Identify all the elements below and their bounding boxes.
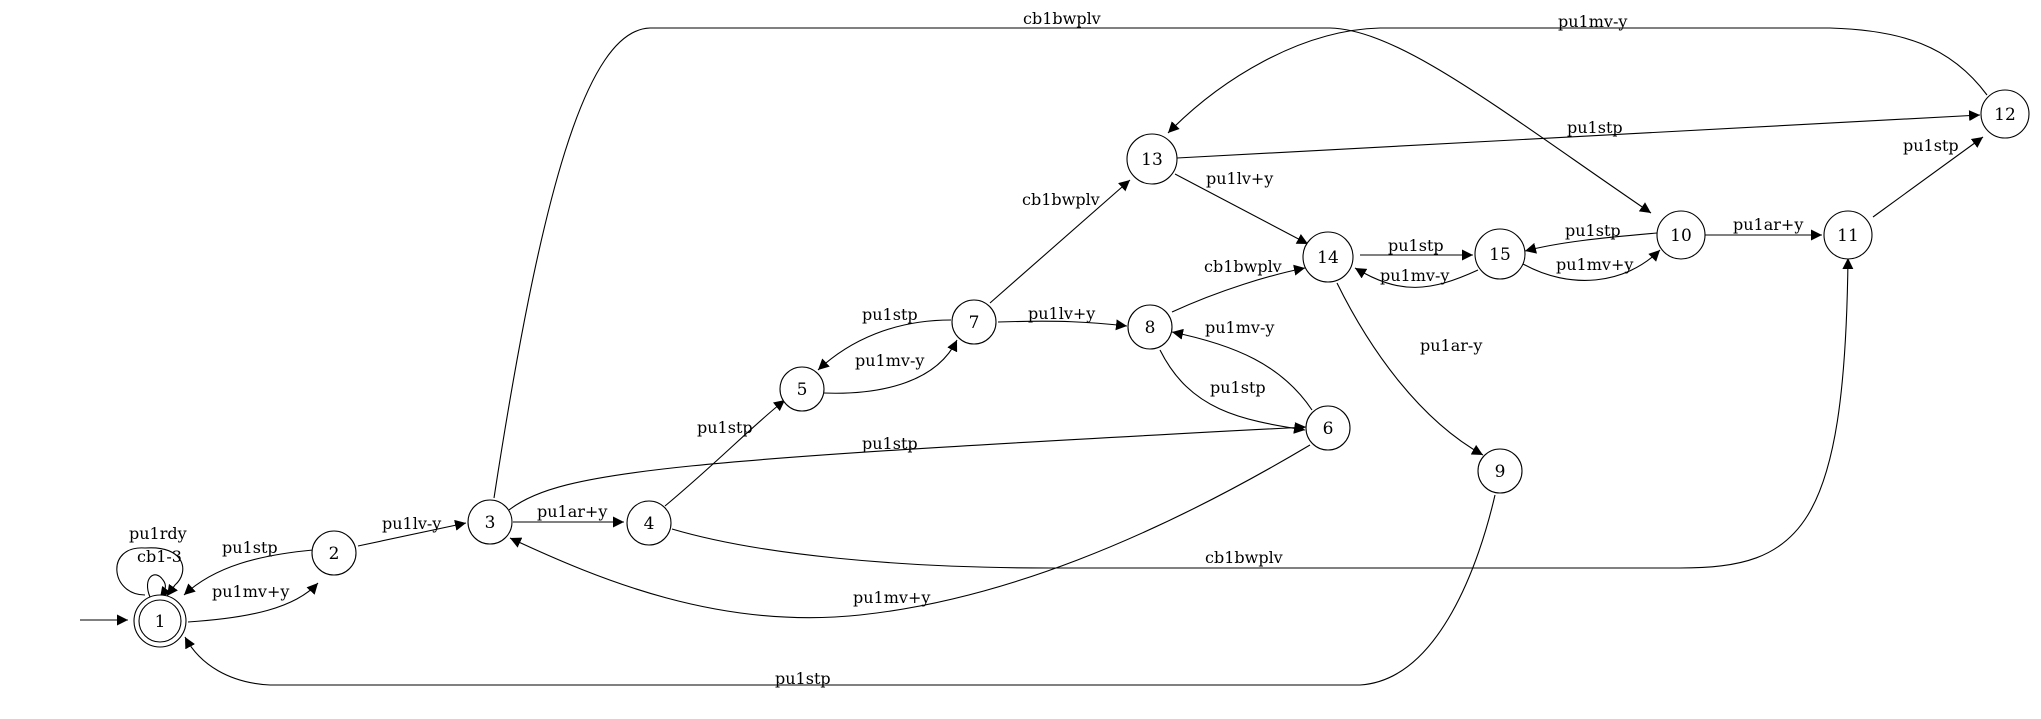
- svg-text:9: 9: [1495, 462, 1506, 482]
- svg-text:pu1stp: pu1stp: [862, 434, 918, 453]
- svg-text:pu1lv+y: pu1lv+y: [1206, 169, 1273, 188]
- svg-text:11: 11: [1837, 226, 1859, 246]
- edge-7-5: pu1stp: [817, 305, 952, 371]
- svg-text:pu1lv+y: pu1lv+y: [1028, 304, 1095, 323]
- state-4: 4: [626, 500, 672, 546]
- state-11: 11: [1823, 210, 1873, 260]
- svg-text:cb1bwplv: cb1bwplv: [1022, 190, 1100, 209]
- edge-3-6: pu1stp: [508, 422, 1307, 511]
- state-5: 5: [779, 366, 825, 412]
- svg-text:2: 2: [329, 544, 340, 564]
- svg-text:pu1stp: pu1stp: [222, 538, 278, 557]
- edge-8-14: cb1bwplv: [1171, 257, 1306, 313]
- edge-13-14: pu1lv+y: [1174, 169, 1309, 245]
- svg-text:pu1stp: pu1stp: [775, 669, 831, 688]
- svg-text:7: 7: [969, 313, 980, 333]
- svg-text:pu1stp: pu1stp: [697, 418, 753, 437]
- svg-text:cb1bwplv: cb1bwplv: [1205, 548, 1283, 567]
- svg-text:12: 12: [1994, 105, 2016, 125]
- edge-11-12: pu1stp: [1872, 136, 1984, 218]
- edge-5-7: pu1mv-y: [822, 339, 958, 394]
- edge-14-9: pu1ar-y: [1336, 282, 1484, 456]
- svg-text:pu1mv-y: pu1mv-y: [855, 351, 924, 370]
- edge-6-8: pu1mv-y: [1171, 318, 1313, 411]
- svg-text:pu1lv-y: pu1lv-y: [382, 514, 441, 533]
- state-13: 13: [1126, 133, 1178, 185]
- edge-9-1: pu1stp: [184, 494, 1496, 688]
- svg-text:pu1stp: pu1stp: [1903, 136, 1959, 155]
- state-7: 7: [951, 299, 997, 345]
- edge-3-10: cb1bwplv: [493, 9, 1652, 499]
- svg-text:14: 14: [1317, 248, 1339, 268]
- svg-text:pu1stp: pu1stp: [1210, 378, 1266, 397]
- edge-15-14: pu1mv-y: [1354, 266, 1479, 288]
- state-8: 8: [1127, 304, 1173, 350]
- edge-7-13: cb1bwplv: [989, 179, 1131, 304]
- svg-text:4: 4: [644, 514, 655, 534]
- edge-2-1: pu1stp: [183, 538, 314, 596]
- svg-text:pu1mv+y: pu1mv+y: [1556, 255, 1633, 274]
- svg-text:8: 8: [1145, 318, 1156, 338]
- svg-text:pu1stp: pu1stp: [1567, 118, 1623, 137]
- svg-text:pu1stp: pu1stp: [1565, 221, 1621, 240]
- edge-4-11: cb1bwplv: [671, 257, 1854, 569]
- svg-text:15: 15: [1489, 245, 1511, 265]
- svg-text:pu1mv-y: pu1mv-y: [1380, 266, 1449, 285]
- edge-6-3: pu1mv+y: [509, 444, 1311, 619]
- edge-8-6: pu1stp: [1159, 349, 1306, 434]
- svg-text:pu1ar+y: pu1ar+y: [1733, 215, 1803, 234]
- edge-15-10: pu1mv+y: [1522, 249, 1661, 281]
- svg-text:pu1ar-y: pu1ar-y: [1420, 336, 1482, 355]
- svg-text:1: 1: [155, 612, 166, 632]
- state-9: 9: [1477, 448, 1523, 494]
- svg-text:pu1mv-y: pu1mv-y: [1558, 12, 1627, 31]
- state-6: 6: [1305, 405, 1351, 451]
- edge-3-4: pu1ar+y: [513, 502, 624, 528]
- edge-2-3: pu1lv-y: [357, 514, 467, 547]
- edge-4-5: pu1stp: [664, 399, 786, 507]
- state-3: 3: [467, 499, 513, 545]
- svg-text:pu1mv-y: pu1mv-y: [1205, 318, 1274, 337]
- state-2: 2: [311, 530, 357, 576]
- edge-1-1-pu1rdy: pu1rdy: [116, 524, 187, 597]
- svg-text:pu1mv+y: pu1mv+y: [853, 588, 930, 607]
- edge-10-11: pu1ar+y: [1704, 215, 1822, 241]
- svg-text:cb1bwplv: cb1bwplv: [1023, 9, 1101, 28]
- edge-14-15: pu1stp: [1360, 236, 1473, 261]
- state-15: 15: [1474, 228, 1526, 280]
- svg-text:3: 3: [485, 513, 496, 533]
- edge-1-1-cb1-3: cb1-3: [137, 547, 182, 599]
- svg-text:pu1rdy: pu1rdy: [129, 524, 187, 543]
- state-14: 14: [1302, 231, 1354, 283]
- edge-1-2: pu1mv+y: [187, 582, 319, 623]
- svg-text:pu1mv+y: pu1mv+y: [212, 582, 289, 601]
- svg-text:cb1bwplv: cb1bwplv: [1204, 257, 1282, 276]
- state-1: 1: [133, 594, 187, 648]
- svg-text:5: 5: [797, 380, 808, 400]
- state-10: 10: [1656, 210, 1706, 260]
- svg-text:pu1stp: pu1stp: [1388, 236, 1444, 255]
- edge-13-12: pu1stp: [1176, 110, 1981, 159]
- edge-10-15: pu1stp: [1524, 221, 1658, 254]
- svg-text:10: 10: [1670, 226, 1692, 246]
- svg-text:13: 13: [1141, 150, 1163, 170]
- edge-12-13: pu1mv-y: [1167, 12, 1988, 134]
- svg-text:pu1stp: pu1stp: [862, 305, 918, 324]
- edge-7-8: pu1lv+y: [997, 304, 1128, 331]
- svg-text:cb1-3: cb1-3: [137, 547, 182, 566]
- svg-text:pu1ar+y: pu1ar+y: [537, 502, 607, 521]
- state-12: 12: [1980, 89, 2030, 139]
- svg-text:6: 6: [1323, 419, 1334, 439]
